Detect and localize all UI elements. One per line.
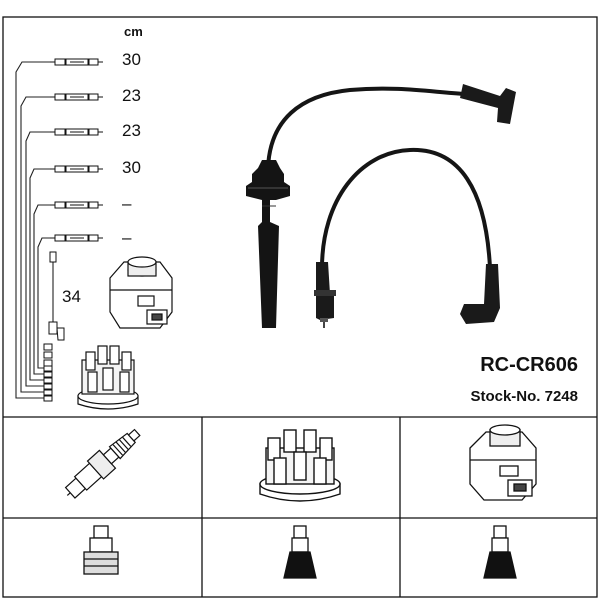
ignition-coil-large-icon xyxy=(469,424,537,501)
plug-boot-icon xyxy=(83,525,119,575)
lead-row-3 xyxy=(50,128,103,136)
lead-row-2 xyxy=(50,93,103,101)
part-code: RC-CR606 xyxy=(480,354,578,376)
lead-row-1 xyxy=(50,58,103,66)
distributor-cap-icon xyxy=(77,345,139,410)
side-lead-length: 34 xyxy=(62,287,81,306)
lead-length-6: – xyxy=(122,228,132,247)
lead-length-5: – xyxy=(122,194,132,213)
ignition-coil-icon xyxy=(109,256,173,329)
long-wire-photo xyxy=(246,84,516,328)
distributor-cap-large-icon xyxy=(259,429,341,502)
coil-boot-icon xyxy=(483,525,517,579)
lead-row-4 xyxy=(50,165,103,173)
lead-length-3: 23 xyxy=(122,121,141,140)
frame xyxy=(2,16,598,598)
lead-length-1: 30 xyxy=(122,50,141,69)
vertical-lead xyxy=(48,251,65,341)
cap-boot-icon xyxy=(283,525,317,579)
stock-number: Stock-No. 7248 xyxy=(470,388,578,405)
lead-ends xyxy=(43,343,53,402)
lead-row-5 xyxy=(50,201,103,209)
length-unit-label: cm xyxy=(124,24,143,39)
lead-length-4: 30 xyxy=(122,158,141,177)
lead-brackets xyxy=(15,61,54,399)
lead-length-2: 23 xyxy=(122,86,141,105)
spark-plug-icon xyxy=(64,428,141,499)
lead-row-6 xyxy=(50,234,103,242)
short-wire-photo xyxy=(314,147,500,328)
